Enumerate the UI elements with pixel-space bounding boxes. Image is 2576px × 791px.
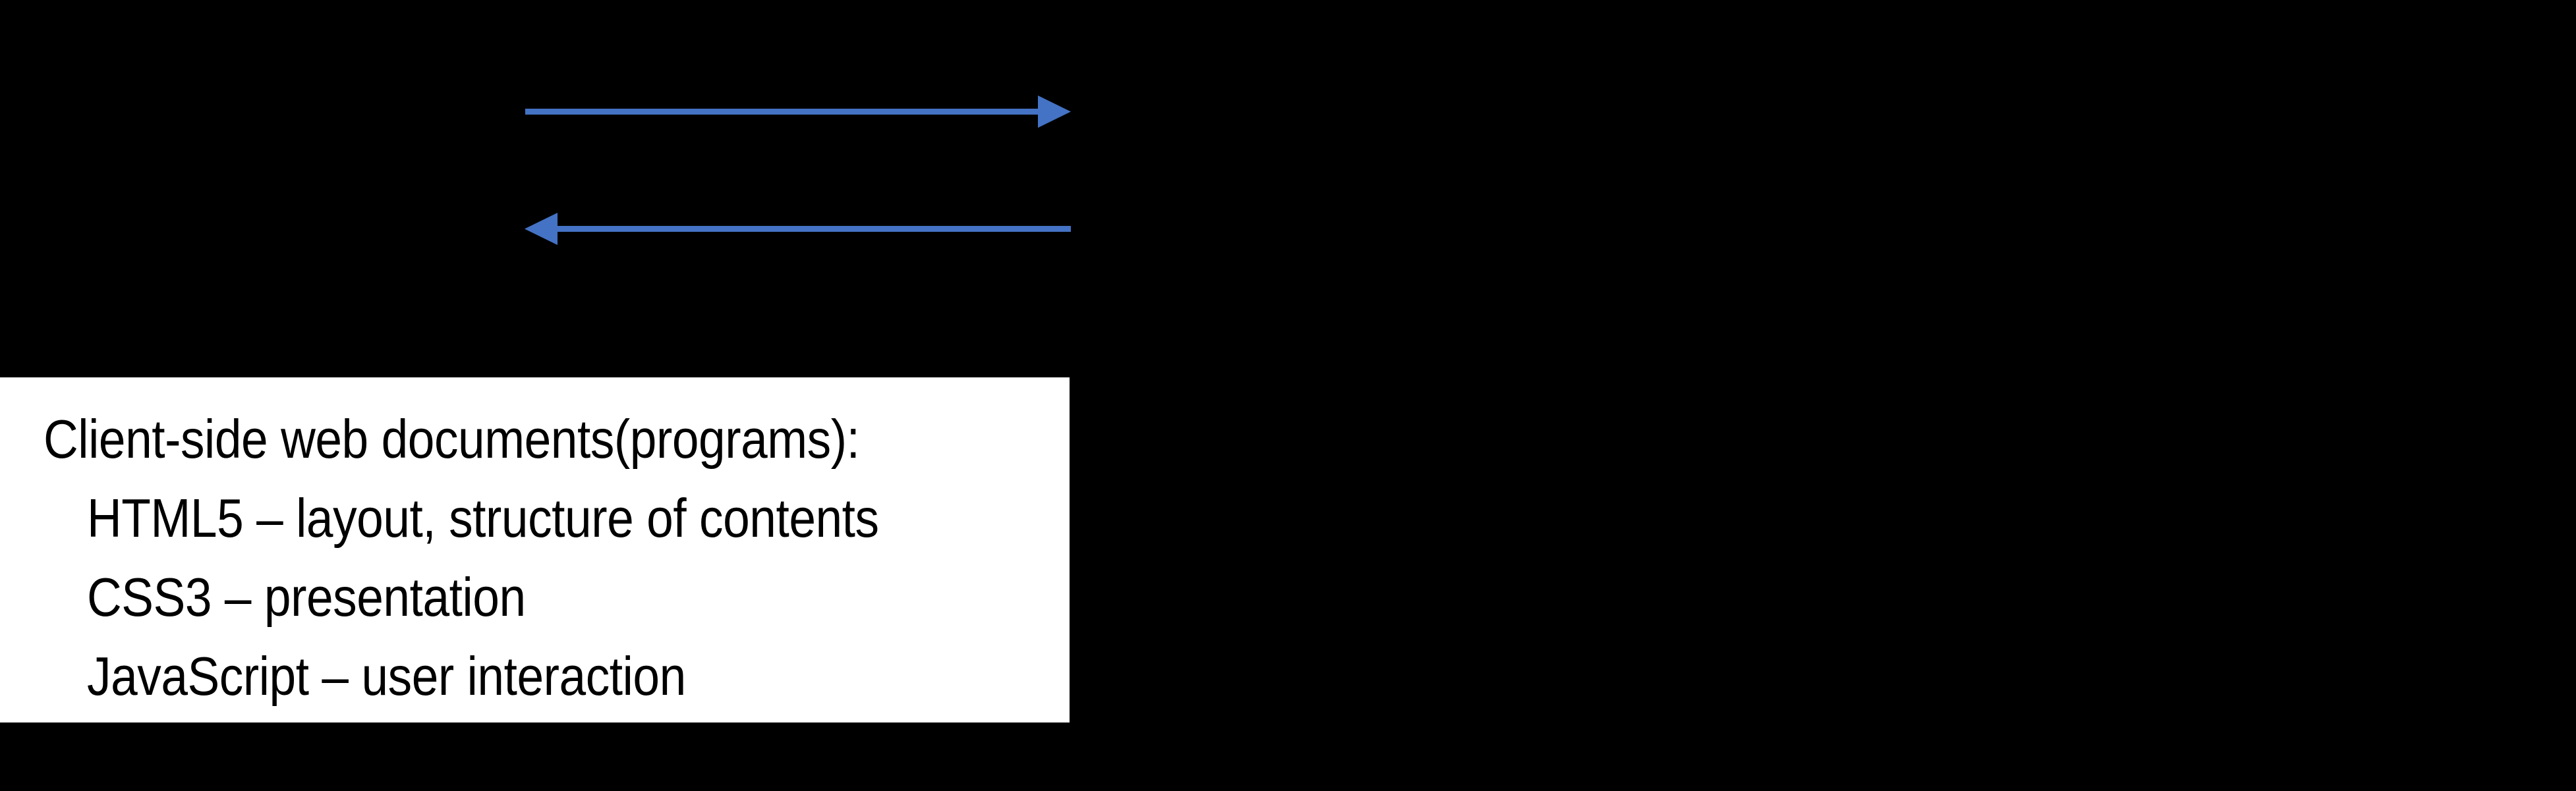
arrow-left-shaft [557,226,1071,232]
response-arrow [521,208,1077,250]
arrow-right-head [1038,95,1071,128]
request-arrow [521,91,1077,133]
list-item: CSS3 – presentation [87,566,526,628]
arrow-right-shaft [525,109,1039,115]
panel-heading: Client-side web documents(programs): [43,408,860,470]
list-item: JavaScript – user interaction [87,645,686,707]
arrow-left-head [525,213,558,245]
arrow-left-icon [525,213,1071,245]
client-side-documents-panel: Client-side web documents(programs): HTM… [0,377,1070,723]
arrow-right-icon [525,95,1071,128]
list-item: HTML5 – layout, structure of contents [87,487,879,549]
